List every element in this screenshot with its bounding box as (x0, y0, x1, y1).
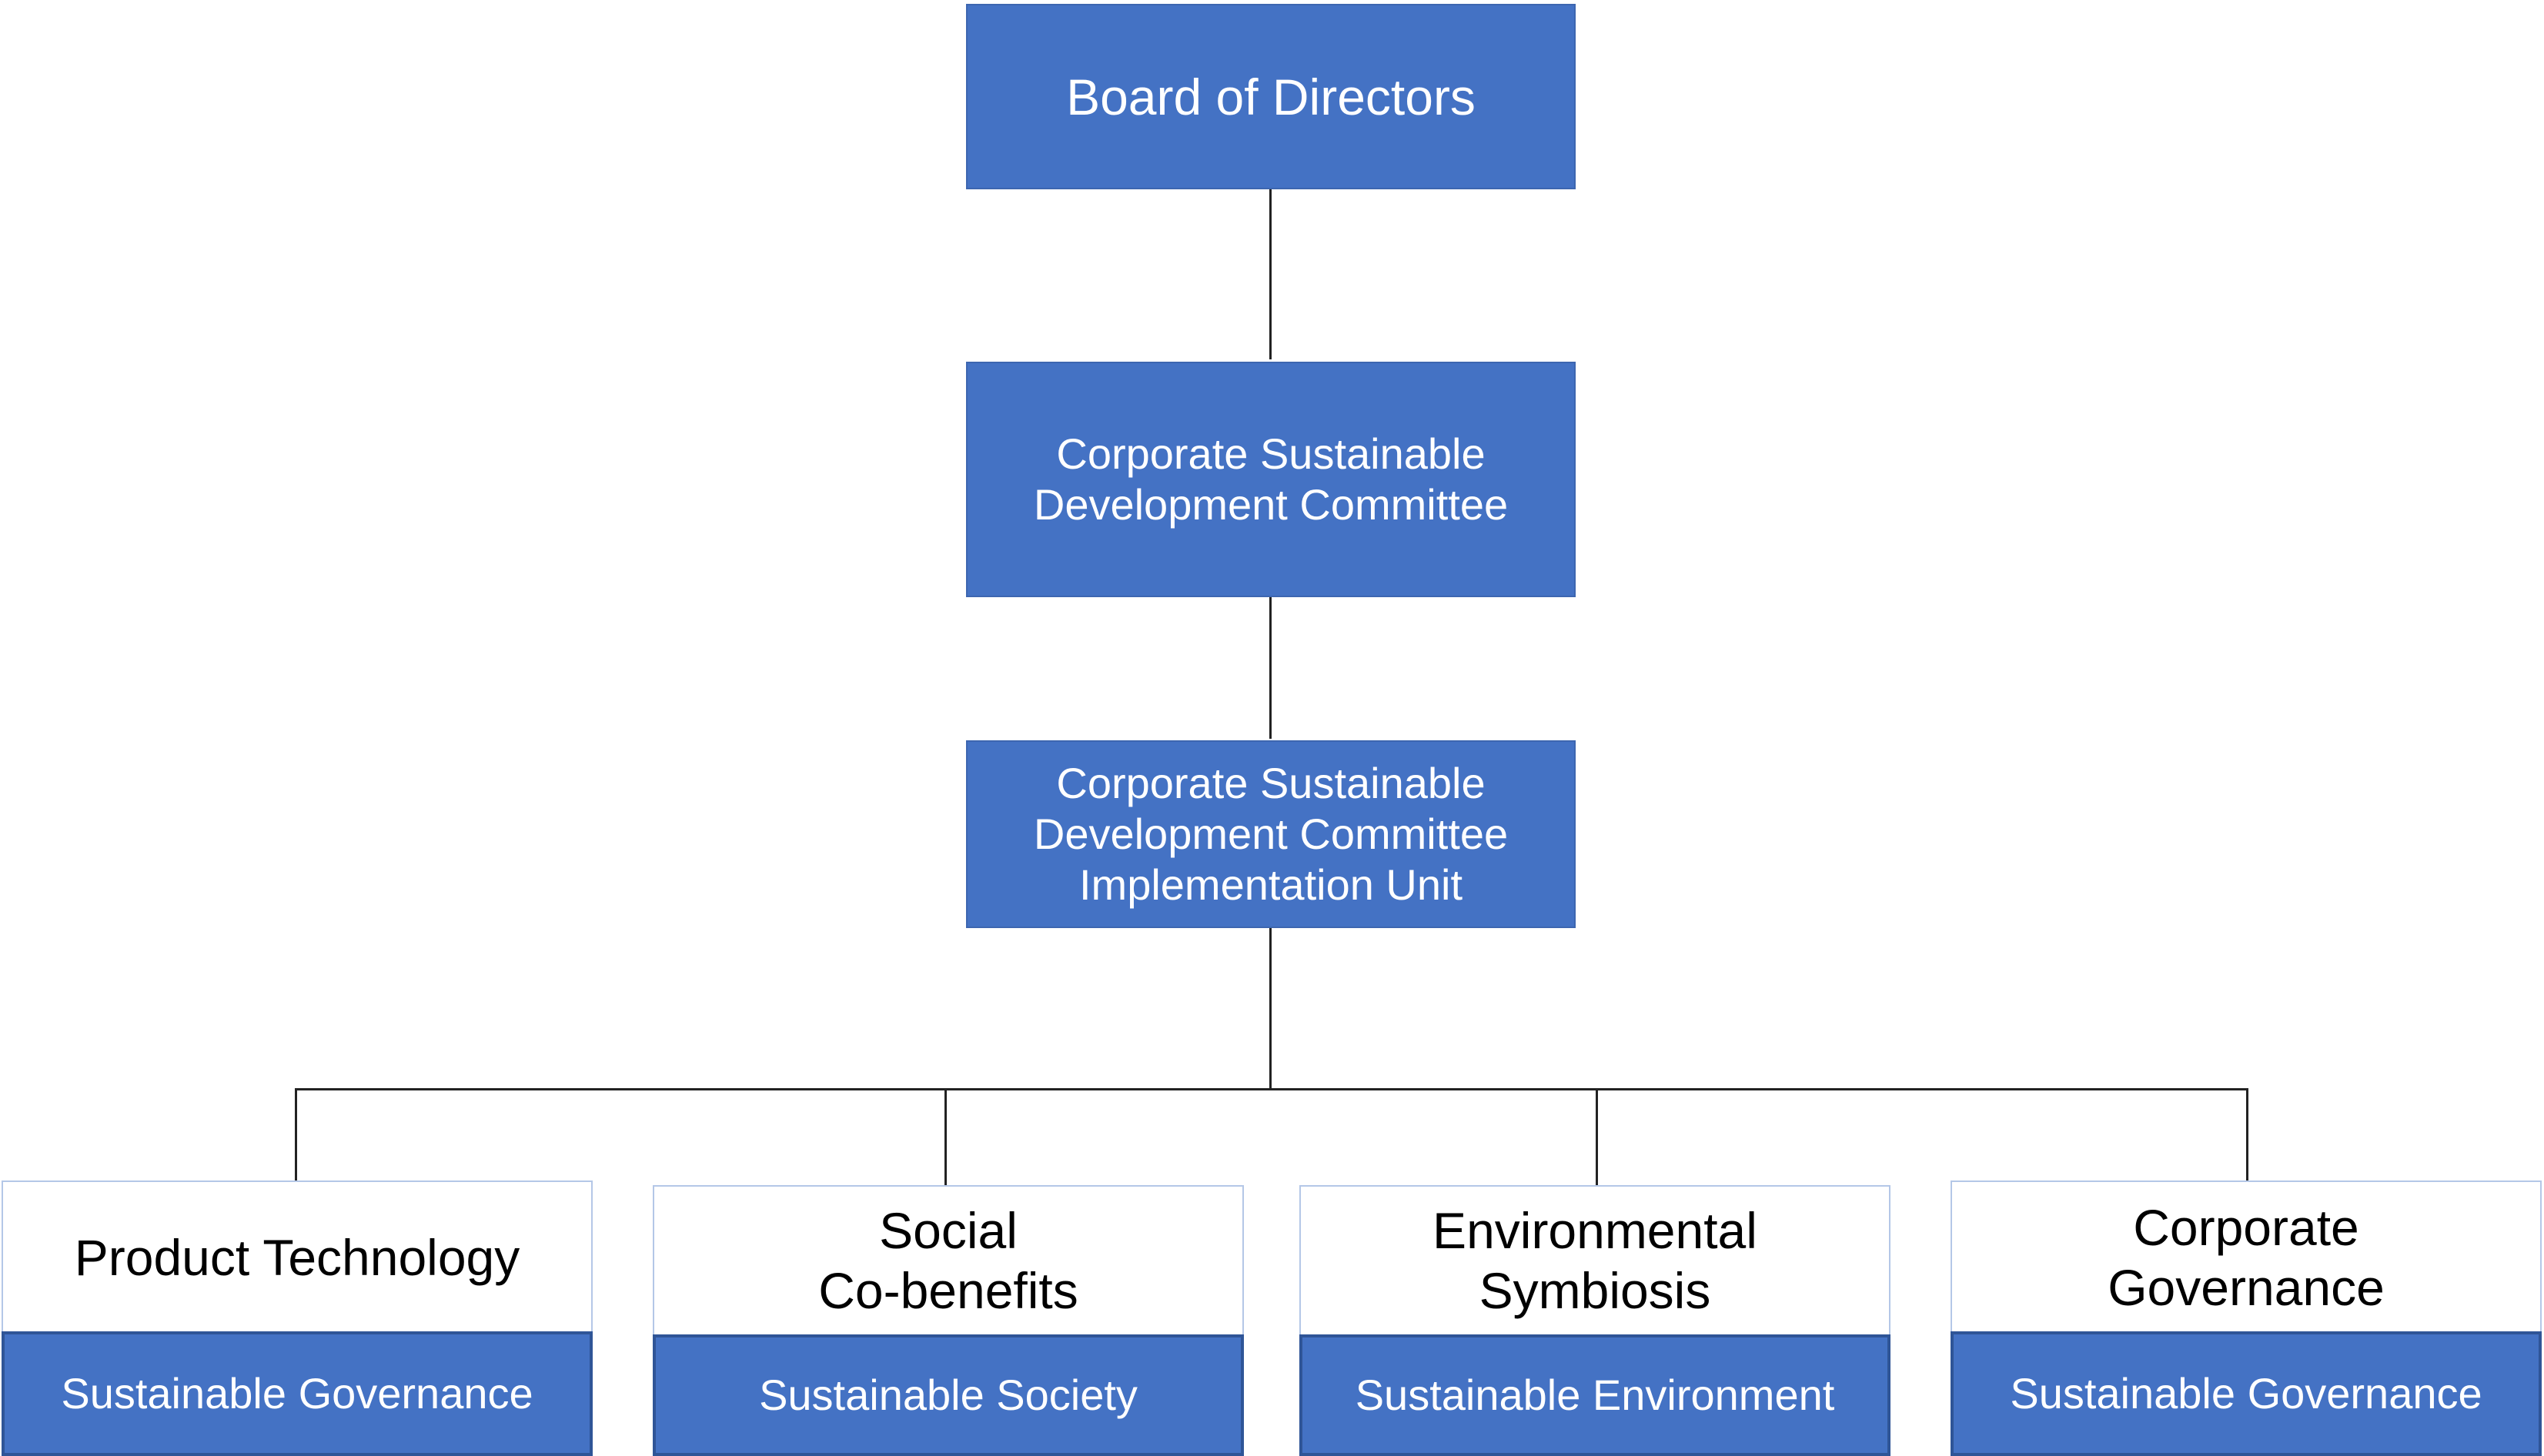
connector-horizontal-bus (295, 1088, 2248, 1090)
unit-name: Environmental Symbiosis (1299, 1185, 1890, 1336)
connector-drop-product-technology (295, 1088, 297, 1180)
unit-environmental-symbiosis: Environmental Symbiosis Sustainable Envi… (1299, 1185, 1890, 1456)
sustainable-development-committee-label: Corporate Sustainable Development Commit… (1033, 429, 1509, 529)
unit-category: Sustainable Governance (1951, 1331, 2542, 1456)
unit-product-technology: Product Technology Sustainable Governanc… (2, 1180, 593, 1456)
unit-name: Social Co-benefits (653, 1185, 1244, 1336)
board-of-directors-label: Board of Directors (1066, 68, 1476, 125)
connector-board-committee (1269, 189, 1272, 359)
implementation-unit-label: Corporate Sustainable Development Commit… (1033, 759, 1509, 909)
connector-drop-corporate-governance (2246, 1088, 2248, 1180)
implementation-unit-box: Corporate Sustainable Development Commit… (966, 740, 1576, 928)
unit-name: Product Technology (2, 1180, 593, 1334)
connector-drop-environmental-symbiosis (1596, 1088, 1598, 1185)
unit-name: Corporate Governance (1951, 1180, 2542, 1334)
connector-drop-social-co-benefits (944, 1088, 947, 1185)
board-of-directors-box: Board of Directors (966, 4, 1576, 189)
connector-unit-bus (1269, 927, 1272, 1090)
unit-category: Sustainable Governance (2, 1331, 593, 1456)
sustainable-development-committee-box: Corporate Sustainable Development Commit… (966, 362, 1576, 597)
connector-committee-unit (1269, 596, 1272, 739)
unit-social-co-benefits: Social Co-benefits Sustainable Society (653, 1185, 1244, 1456)
unit-category: Sustainable Environment (1299, 1334, 1890, 1456)
unit-corporate-governance: Corporate Governance Sustainable Governa… (1951, 1180, 2542, 1456)
unit-category: Sustainable Society (653, 1334, 1244, 1456)
